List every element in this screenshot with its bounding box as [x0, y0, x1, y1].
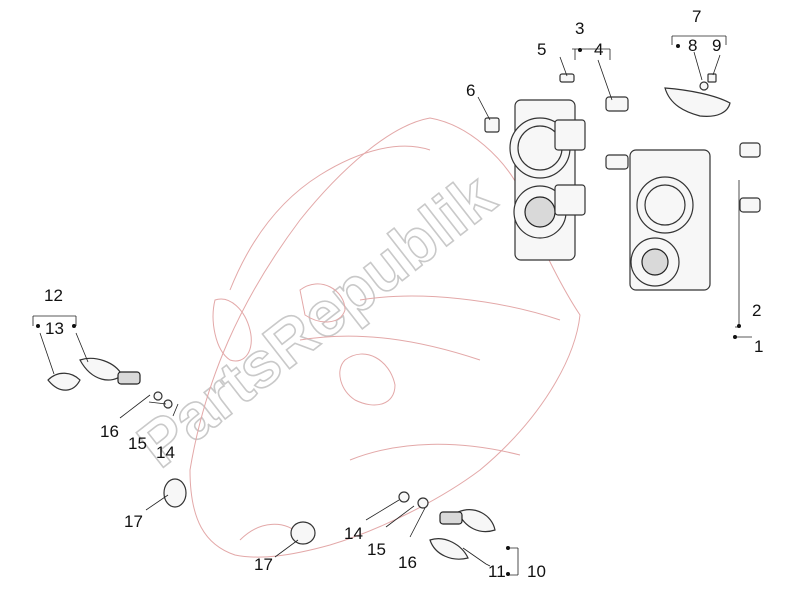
parking-lamp [664, 73, 731, 117]
callout-16-right: 16 [398, 553, 417, 572]
callout-14-left: 14 [156, 443, 175, 462]
callout-15-left: 15 [128, 434, 147, 453]
bulb-parts [605, 96, 761, 213]
indicator-left [47, 357, 173, 409]
callout-8: 8 [688, 36, 697, 55]
callout-1: 1 [754, 337, 763, 356]
callout-16-left: 16 [100, 422, 119, 441]
callout-17-right: 17 [254, 555, 273, 574]
bullet-dots [36, 44, 741, 576]
callout-2: 2 [752, 301, 761, 320]
callout-7: 7 [692, 7, 701, 26]
front-fairing-outline [189, 117, 581, 558]
callout-5: 5 [537, 40, 546, 59]
headlight-assembly-lower [629, 149, 711, 291]
callout-13: 13 [45, 319, 64, 338]
headlight-assembly-upper [509, 99, 586, 261]
callout-12: 12 [44, 286, 63, 305]
indicator-right [398, 491, 496, 560]
callout-10: 10 [527, 562, 546, 581]
callout-4: 4 [594, 40, 603, 59]
callout-6: 6 [466, 81, 475, 100]
callout-11: 11 [488, 562, 506, 581]
callout-17-left: 17 [124, 512, 143, 531]
leader-lines [32, 35, 752, 576]
screw-and-bracket [484, 73, 575, 133]
reflectors [163, 478, 316, 545]
callout-numbers: 1 2 3 4 5 6 7 8 9 10 11 12 13 14 14 15 1… [44, 7, 763, 581]
callout-9: 9 [712, 36, 721, 55]
callout-15-right: 15 [367, 540, 386, 559]
callout-14-right: 14 [344, 524, 363, 543]
callout-3: 3 [575, 19, 584, 38]
